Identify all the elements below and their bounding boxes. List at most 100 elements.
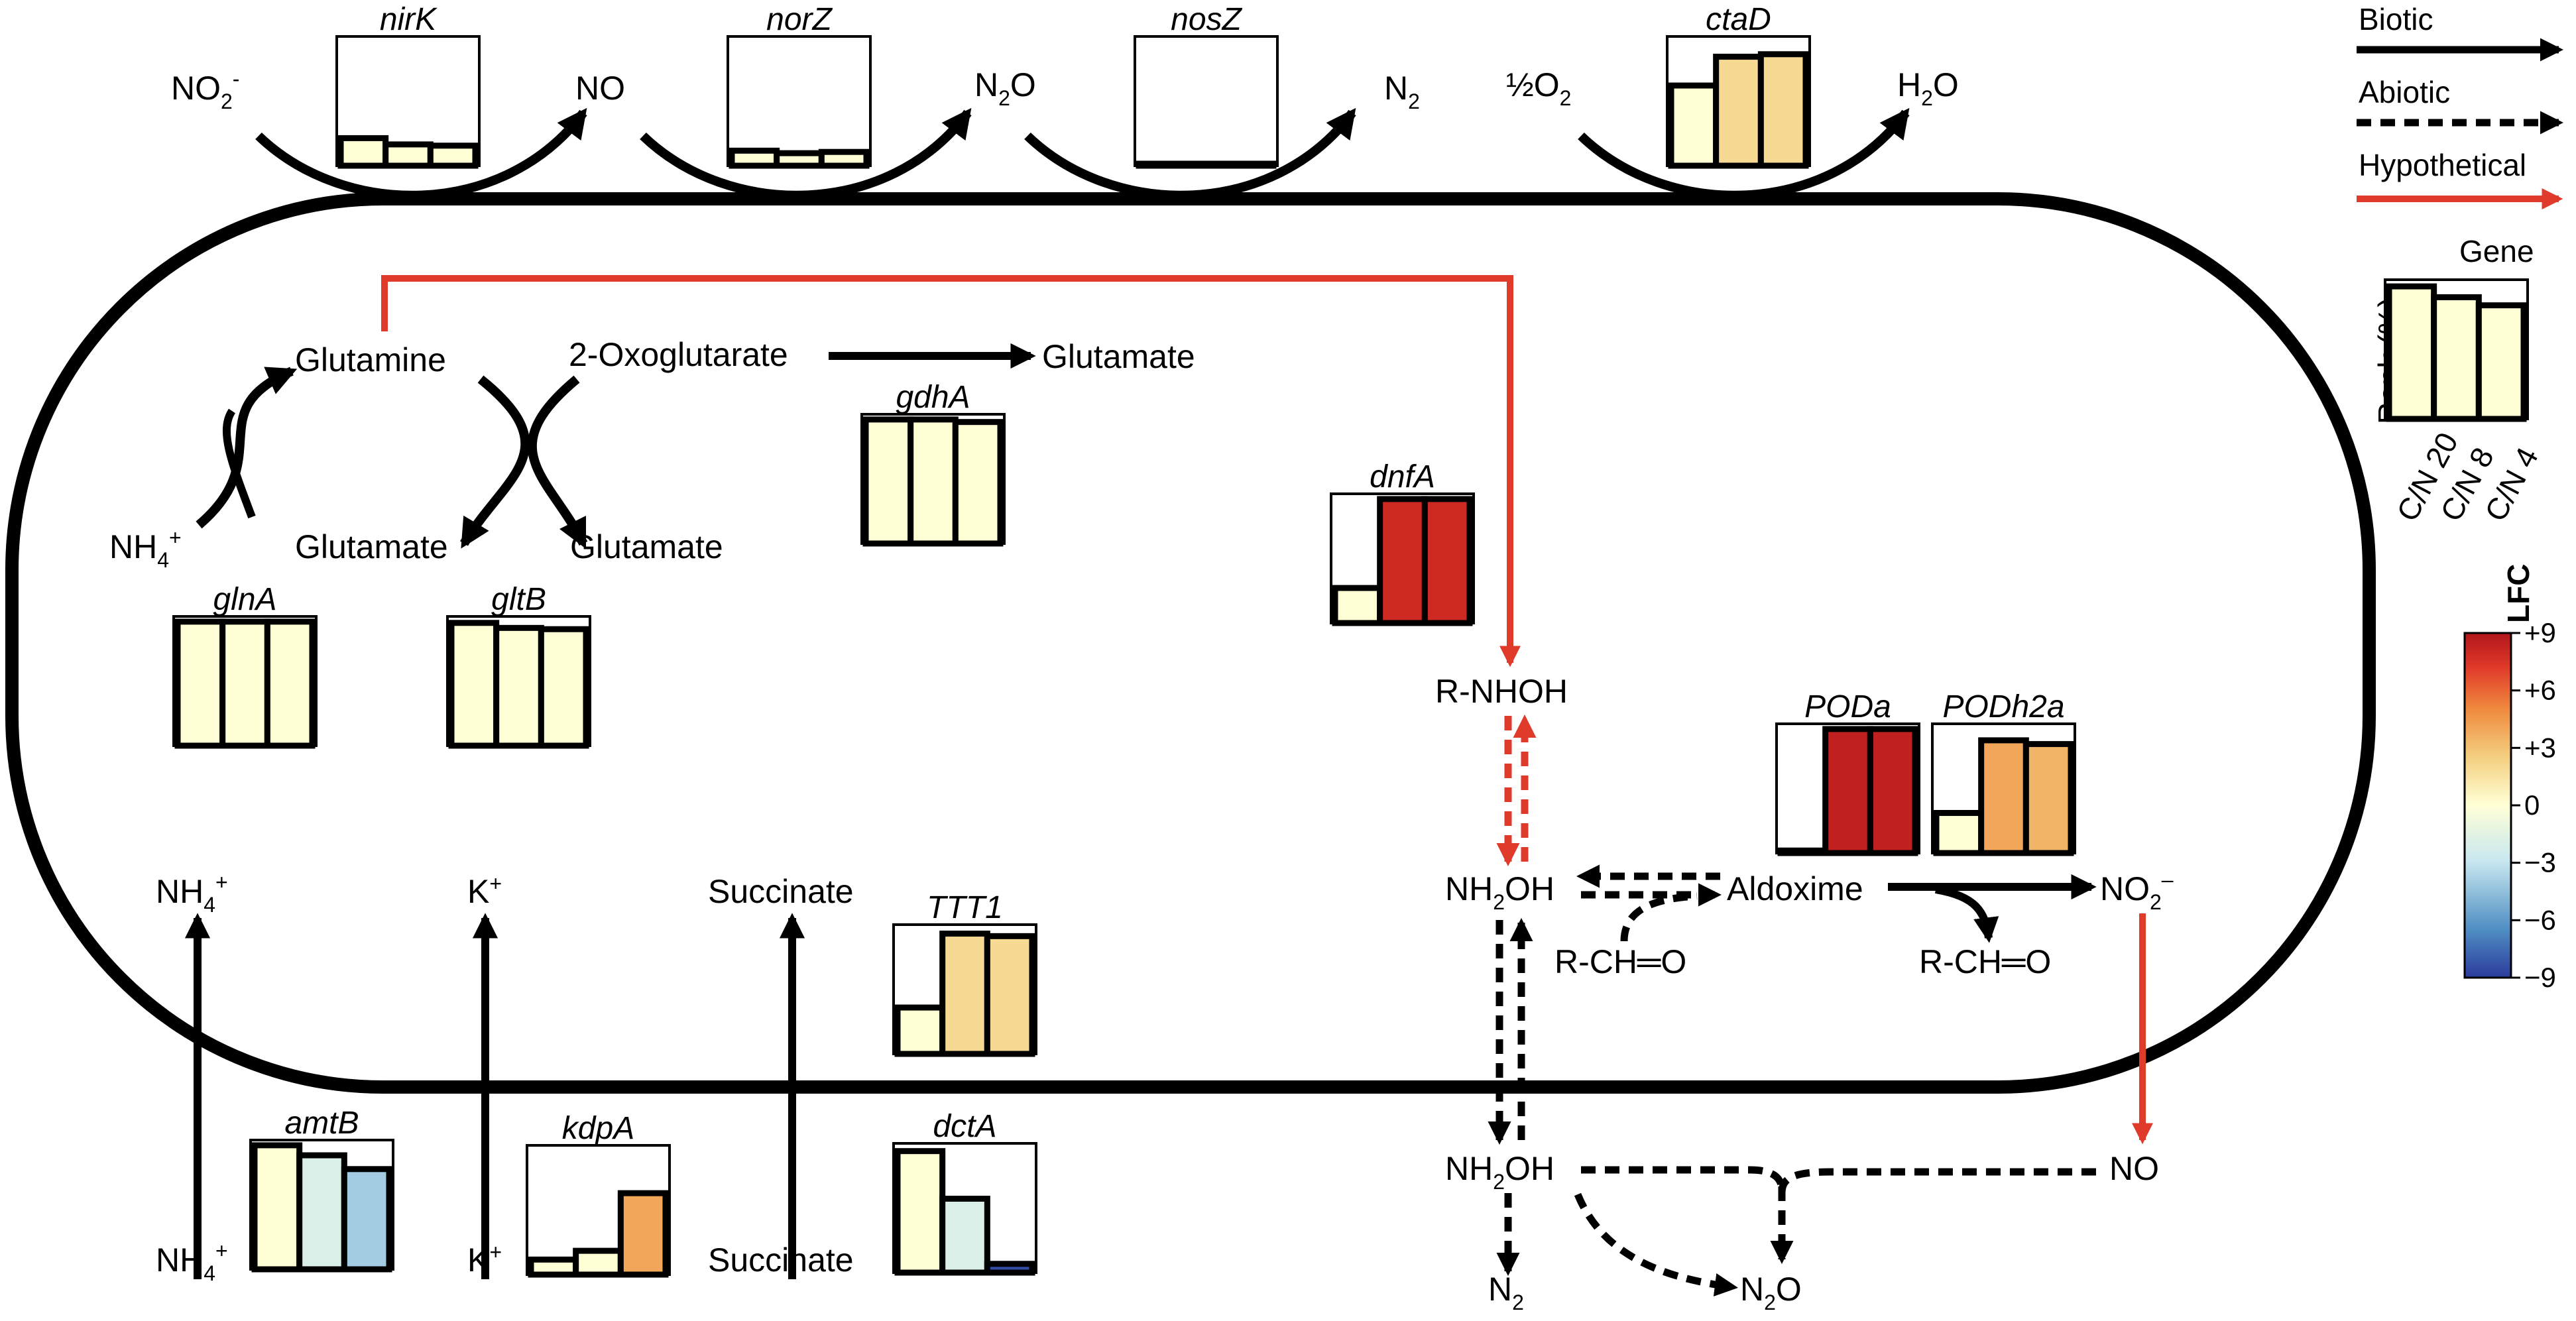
lfc-tick-label-5: −3 — [2524, 847, 2556, 878]
gene-norz-bar-1 — [729, 147, 780, 169]
gene-dnfa-bar-2 — [1377, 496, 1428, 626]
ammonium-label: NH4+ — [109, 526, 182, 572]
gene-dcta-bar-1 — [894, 1148, 946, 1276]
gene-dnfa-bar-1 — [1332, 585, 1383, 626]
gene-kdpa-bar-2 — [573, 1247, 624, 1278]
potassium-in-label: K+ — [467, 872, 502, 910]
gene-nosz-bar-2 — [1181, 160, 1232, 169]
lfc-tick-label-1: +9 — [2524, 617, 2556, 648]
aldehyde-right-label: R-CH═O — [1919, 943, 2051, 980]
oxygen-label: ½O2 — [1506, 66, 1571, 110]
ammonium-out-label: NH4+ — [156, 1239, 228, 1285]
gene-nosz-label: nosZ — [1171, 2, 1242, 37]
gene-dcta-chart: dctA — [892, 1109, 1037, 1276]
gene-glna-chart: glnA — [172, 582, 318, 749]
gene-gltb-bar-1 — [448, 620, 500, 749]
gogat-arrow-a — [459, 375, 530, 549]
gene-poda-bar-3 — [1867, 726, 1918, 856]
gene-ctad-bar-2 — [1713, 54, 1764, 169]
lfc-colorbar — [2463, 632, 2512, 979]
gene-amtb-chart: amtB — [249, 1106, 394, 1273]
gene-podh2a-bar-1 — [1933, 810, 1985, 856]
aldehyde-to-aldoxime-arrow — [1620, 892, 1698, 942]
gene-amtb-bar-3 — [341, 1166, 392, 1273]
glutamine-label: Glutamine — [295, 341, 446, 378]
succinate-in-label: Succinate — [708, 873, 854, 910]
oxoglutarate-label: 2-Oxoglutarate — [569, 336, 788, 373]
gene-ttt1-chart: TTT1 — [892, 890, 1037, 1057]
gene-gdha-bar-2 — [907, 416, 959, 547]
gene-podh2a-bar-2 — [1978, 737, 2029, 856]
hydroxylamine-out-label: NH2OH — [1445, 1150, 1554, 1194]
nitrite-in-label: NO2– — [2100, 868, 2174, 914]
gene-kdpa-chart: kdpA — [526, 1111, 671, 1278]
gene-podh2a-bar-3 — [2022, 741, 2074, 856]
legend-gene-title: Gene — [2459, 234, 2534, 268]
gene-gltb-bar-2 — [493, 624, 544, 749]
gene-ctad-label: ctaD — [1706, 2, 1771, 37]
gene-amtb-bar-2 — [296, 1152, 347, 1273]
gene-glna-bar-2 — [219, 618, 270, 749]
legend-gene-bar-1 — [2386, 283, 2437, 422]
gene-gdha-chart: gdhA — [860, 380, 1006, 547]
nitrite-label: NO2- — [171, 67, 239, 113]
n2o-out-label: N2O — [1740, 1271, 1802, 1314]
nitrous-oxide-label: N2O — [974, 66, 1036, 110]
aldoxime-to-aldehyde-arrow — [1935, 886, 1999, 943]
gene-dcta-bar-3 — [984, 1261, 1035, 1276]
gene-nirk-label: nirK — [380, 2, 438, 37]
glutamate-right-label: Glutamate — [1042, 338, 1195, 375]
succinate-out-label: Succinate — [708, 1241, 854, 1279]
gene-kdpa-bar-3 — [617, 1190, 669, 1278]
nitrite-to-no-arrow — [255, 107, 587, 200]
gene-gdha-label: gdhA — [896, 380, 970, 415]
gene-dcta-label: dctA — [933, 1109, 996, 1144]
lfc-tick-label-4: 0 — [2524, 789, 2540, 821]
gene-kdpa-label: kdpA — [562, 1111, 634, 1146]
gene-dnfa-bar-3 — [1421, 496, 1473, 626]
glutamate-a-label: Glutamate — [295, 528, 448, 565]
gene-poda-label: PODa — [1804, 689, 1891, 724]
aldehyde-left-label: R-CH═O — [1554, 943, 1686, 980]
gene-kdpa-bar-1 — [528, 1256, 579, 1278]
potassium-out-label: K+ — [467, 1240, 502, 1279]
n2-out-label: N2 — [1488, 1271, 1524, 1314]
gene-nirk-chart: nirK — [335, 2, 481, 169]
lfc-tick-label-2: +6 — [2524, 675, 2556, 706]
gene-poda-bar-2 — [1822, 726, 1873, 856]
gene-nirk-bar-1 — [337, 135, 389, 169]
gene-gdha-bar-3 — [952, 419, 1004, 547]
legend-gene-chart — [2384, 278, 2529, 422]
gene-nosz-chart: nosZ — [1134, 2, 1279, 169]
hypothetical-glutamine-path — [381, 275, 1521, 667]
nh2oh-no-reaction-path — [1581, 1166, 2101, 1194]
legend-biotic-label: Biotic — [2359, 2, 2433, 36]
lfc-ticks: +9+6+30−3−6−9 — [2511, 617, 2556, 993]
gene-podh2a-chart: PODh2a — [1931, 689, 2076, 856]
gene-nosz-bar-3 — [1225, 160, 1277, 169]
gene-glna-bar-3 — [264, 618, 316, 749]
gene-ttt1-bar-2 — [939, 931, 990, 1057]
nh2oh-to-n2o-arrow — [1574, 1192, 1738, 1296]
gene-nosz-bar-1 — [1136, 160, 1187, 169]
gs-branch — [222, 408, 256, 519]
gene-charts: nirK norZ nosZ ctaD gdhA glnA gltB dnfA PODa PODh… — [172, 2, 2529, 1278]
no-to-n2o-arrow — [640, 107, 972, 200]
gene-ttt1-bar-3 — [984, 933, 1035, 1057]
gs-arrow — [196, 367, 298, 529]
gene-nirk-bar-3 — [427, 143, 479, 169]
gene-norz-chart: norZ — [727, 2, 872, 169]
gene-amtb-bar-1 — [251, 1142, 303, 1273]
dinitrogen-label: N2 — [1384, 70, 1420, 113]
gene-gltb-chart: gltB — [446, 582, 591, 749]
gene-nirk-bar-2 — [382, 141, 434, 169]
gene-dnfa-chart: dnfA — [1330, 459, 1475, 626]
gene-norz-frame — [727, 35, 872, 167]
gene-norz-bar-2 — [774, 150, 825, 169]
hydroxylamine-in-label: NH2OH — [1445, 870, 1554, 914]
water-label: H2O — [1897, 66, 1959, 110]
gene-gltb-label: gltB — [491, 582, 546, 617]
no-out-label: NO — [2109, 1150, 2159, 1187]
gene-glna-bar-1 — [174, 618, 226, 749]
